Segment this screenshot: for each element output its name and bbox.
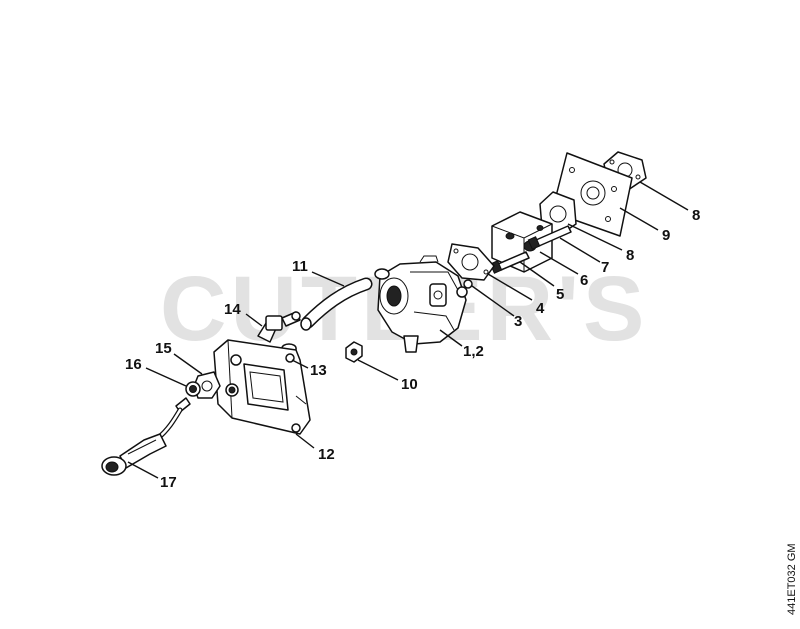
callout-1-2: 1,2 <box>463 343 484 360</box>
callout-9: 9 <box>662 227 670 244</box>
leader-lines <box>127 181 689 479</box>
callout-8-upper: 8 <box>692 207 700 224</box>
callout-3: 3 <box>514 313 522 330</box>
callout-6: 6 <box>580 272 588 289</box>
part-washer-16 <box>185 381 201 397</box>
callout-10: 10 <box>401 376 418 393</box>
part-gasket-4 <box>447 243 495 281</box>
drawing-code: 441ET032 GM <box>786 543 798 615</box>
part-manifold-12 <box>213 339 311 435</box>
part-bolt-7 <box>527 225 572 250</box>
callout-14: 14 <box>224 301 241 318</box>
part-nipple-14 <box>257 311 301 343</box>
callout-17: 17 <box>160 474 177 491</box>
part-flange-6 <box>491 211 553 273</box>
callout-8-lower: 8 <box>626 247 634 264</box>
callout-4: 4 <box>536 300 545 317</box>
callout-5: 5 <box>556 286 564 303</box>
callout-16: 16 <box>125 356 142 373</box>
callout-11: 11 <box>292 258 308 275</box>
callout-12: 12 <box>318 446 335 463</box>
callout-15: 15 <box>155 340 172 357</box>
part-nut-10 <box>345 341 363 363</box>
callout-7: 7 <box>601 259 609 276</box>
part-fitting-3 <box>463 279 473 289</box>
callout-13: 13 <box>310 362 327 379</box>
part-hose-11 <box>300 277 373 331</box>
part-choke-rod-17 <box>101 397 191 476</box>
callout-labels: 8 9 8 7 6 5 4 3 1,2 11 14 13 10 15 16 12… <box>125 207 700 491</box>
part-carburetor-1-2 <box>374 255 468 353</box>
